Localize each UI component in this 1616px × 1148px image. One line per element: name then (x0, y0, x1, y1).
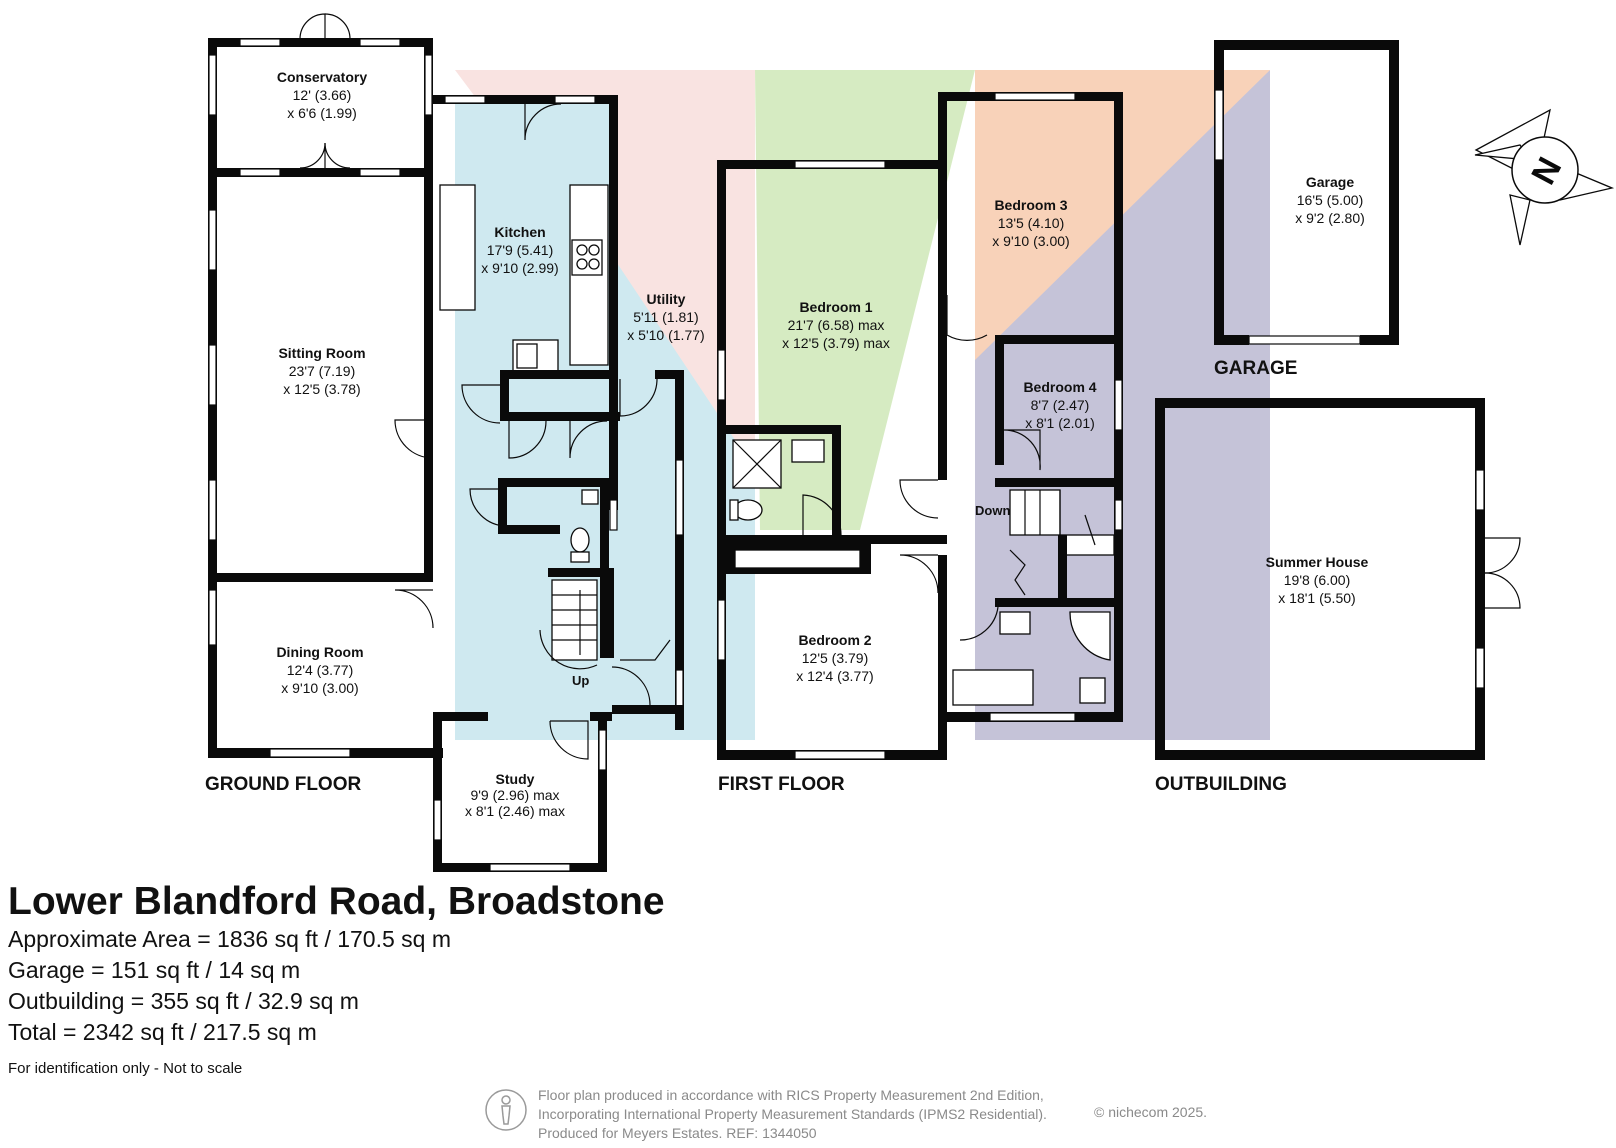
floor-labels: GROUND FLOOR FIRST FLOOR OUTBUILDING GAR… (205, 358, 1297, 795)
room-name: Bedroom 3 (994, 197, 1067, 213)
outbuilding-plan (1155, 398, 1521, 760)
property-info: Lower Blandford Road, Broadstone Approxi… (8, 880, 665, 1077)
room-dim: 12' (3.66) (293, 87, 352, 103)
credit-line: Floor plan produced in accordance with R… (538, 1087, 1044, 1103)
room-dim: 13'5 (4.10) (998, 215, 1065, 231)
credit-line: Incorporating International Property Mea… (538, 1106, 1047, 1122)
floor-label-ground: GROUND FLOOR (205, 774, 361, 795)
room-dim: x 9'10 (2.99) (481, 260, 558, 276)
room-dim: x 9'10 (3.00) (281, 680, 358, 696)
area-line: Garage = 151 sq ft / 14 sq m (8, 957, 301, 983)
room-name: Study (496, 771, 535, 787)
room-dim: 9'9 (2.96) max (470, 787, 559, 803)
room-dim: x 9'2 (2.80) (1295, 210, 1365, 226)
property-title: Lower Blandford Road, Broadstone (8, 880, 665, 923)
room-dim: x 8'1 (2.01) (1025, 415, 1095, 431)
room-name: Conservatory (277, 69, 367, 85)
room-dim: 23'7 (7.19) (289, 363, 356, 379)
room-dim: x 12'5 (3.78) (283, 381, 360, 397)
copyright-text: © nichecom 2025. (1094, 1104, 1208, 1120)
room-name: Bedroom 1 (799, 299, 872, 315)
compass-rose: N (1474, 108, 1615, 246)
room-dim: x 8'1 (2.46) max (465, 803, 565, 819)
room-name: Bedroom 2 (798, 632, 871, 648)
room-dim: 17'9 (5.41) (487, 242, 554, 258)
area-line: Approximate Area = 1836 sq ft / 170.5 sq… (8, 926, 452, 952)
person-logo-icon (485, 1089, 527, 1131)
room-dim: 12'4 (3.77) (287, 662, 354, 678)
room-dim: 19'8 (6.00) (1284, 572, 1351, 588)
credit-block: Floor plan produced in accordance with R… (484, 1086, 1224, 1148)
stair-down-label: Down (975, 503, 1010, 518)
floor-label-garage: GARAGE (1214, 358, 1297, 379)
room-dim: 8'7 (2.47) (1031, 397, 1090, 413)
area-line: Total = 2342 sq ft / 217.5 sq m (8, 1019, 317, 1045)
room-dim: x 6'6 (1.99) (287, 105, 357, 121)
room-name: Garage (1306, 174, 1354, 190)
room-dim: x 5'10 (1.77) (627, 327, 704, 343)
room-name: Sitting Room (278, 345, 365, 361)
floor-label-outbuilding: OUTBUILDING (1155, 774, 1287, 795)
room-dim: x 12'4 (3.77) (796, 668, 873, 684)
stair-up-label: Up (572, 673, 589, 688)
floor-label-first: FIRST FLOOR (718, 774, 845, 795)
room-dim: 12'5 (3.79) (802, 650, 869, 666)
credit-line: Produced for Meyers Estates. REF: 134405… (538, 1125, 817, 1141)
room-dim: x 18'1 (5.50) (1278, 590, 1355, 606)
ground-floor (208, 13, 684, 872)
green-overlay (755, 70, 975, 530)
first-floor (717, 92, 1123, 760)
disclaimer-note: For identification only - Not to scale (8, 1060, 243, 1077)
room-labels: Conservatory 12' (3.66) x 6'6 (1.99) Kit… (276, 69, 1368, 819)
room-dim: x 12'5 (3.79) max (782, 335, 890, 351)
room-dim: x 9'10 (3.00) (992, 233, 1069, 249)
purple-outbuilding (1160, 400, 1270, 740)
room-dim: 5'11 (1.81) (633, 309, 698, 325)
room-dim: 16'5 (5.00) (1297, 192, 1364, 208)
garage-plan (1214, 40, 1399, 345)
room-name: Summer House (1266, 554, 1369, 570)
room-dim: 21'7 (6.58) max (788, 317, 885, 333)
room-name: Dining Room (276, 644, 363, 660)
room-name: Kitchen (494, 224, 545, 240)
room-name: Utility (647, 291, 686, 307)
area-line: Outbuilding = 355 sq ft / 32.9 sq m (8, 988, 359, 1014)
room-name: Bedroom 4 (1023, 379, 1096, 395)
